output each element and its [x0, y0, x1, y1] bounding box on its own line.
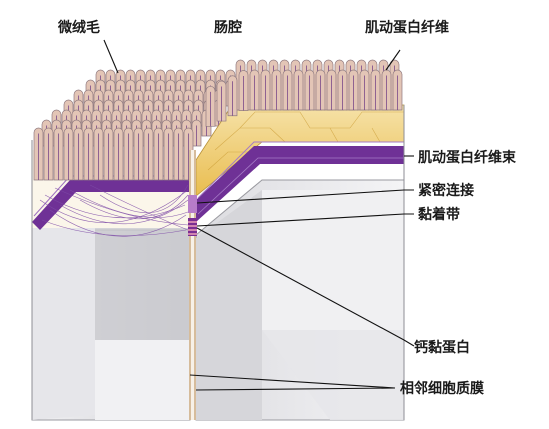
label-adherens-junction: 黏着带 — [418, 206, 460, 223]
label-actin-filament: 肌动蛋白纤维 — [365, 19, 449, 36]
label-tight-junction: 紧密连接 — [418, 182, 474, 199]
leader-membrane-1 — [189, 374, 396, 389]
left-terminal-web-filaments — [39, 184, 189, 237]
right-microvilli — [205, 59, 403, 127]
label-microvilli: 微绒毛 — [57, 19, 100, 36]
label-actin-bundle: 肌动蛋白纤维束 — [418, 149, 517, 166]
left-actin-bundle — [32, 180, 190, 230]
label-cadherin: 钙黏蛋白 — [414, 339, 470, 356]
right-cell — [195, 104, 405, 421]
adherens-junction — [188, 218, 197, 236]
leader-lines — [103, 39, 415, 391]
leader-tight-junction — [196, 189, 414, 204]
leader-actin-filament — [385, 49, 401, 71]
right-actin-bundle — [196, 146, 404, 222]
label-adjacent-membrane: 相邻细胞质膜 — [400, 380, 484, 397]
tight-junction — [188, 195, 197, 213]
leader-adherens — [196, 213, 414, 227]
leader-cadherin — [196, 227, 415, 347]
label-lumen: 肠腔 — [214, 19, 242, 36]
labels: 微绒毛 肠腔 肌动蛋白纤维 肌动蛋白纤维束 紧密连接 黏着带 钙黏蛋白 相邻细胞… — [57, 19, 517, 397]
left-cell — [31, 140, 191, 421]
adjacent-plasma-membranes — [189, 150, 196, 420]
leader-membrane-2 — [195, 387, 396, 391]
leader-microvilli — [103, 39, 119, 74]
